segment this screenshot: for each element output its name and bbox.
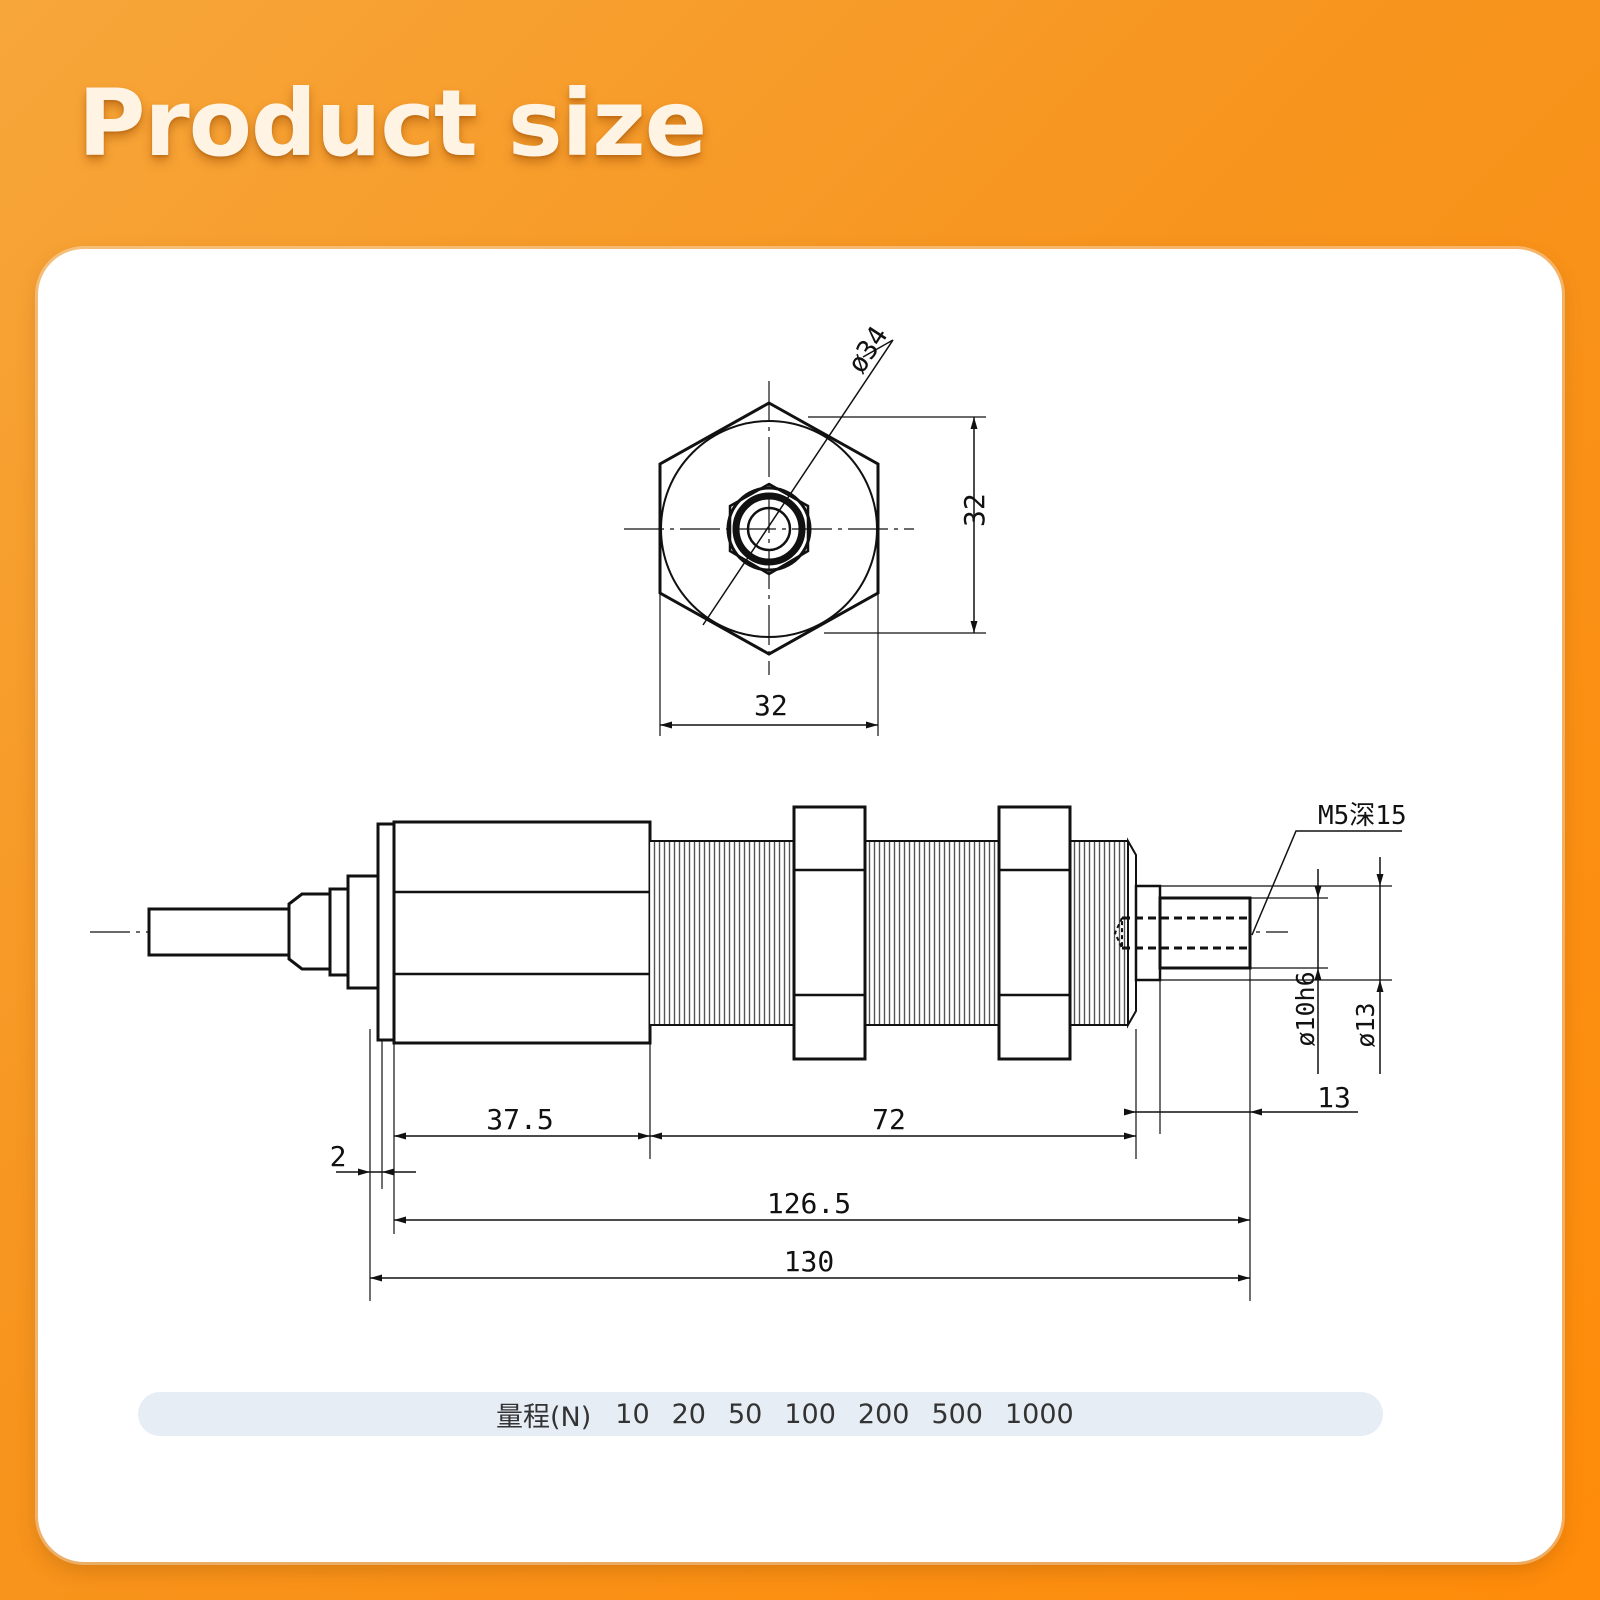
dim-arrow (358, 1168, 370, 1176)
gland-nut (328, 887, 350, 977)
dim-arrow (866, 721, 878, 729)
thread-length-label: 72 (872, 1103, 906, 1136)
range-value: 20 (671, 1398, 706, 1430)
thread-callout-leader (1251, 830, 1402, 936)
range-value: 10 (615, 1398, 650, 1430)
diagonal-dim-leader (862, 339, 894, 358)
dim-arrow (1238, 1216, 1250, 1224)
dim-arrow (970, 417, 978, 429)
thread-chamfer (1127, 837, 1137, 1029)
overall-length-label: 130 (784, 1245, 835, 1278)
overall-inner-length-label: 126.5 (767, 1187, 851, 1220)
range-label: 量程(N) (496, 1401, 592, 1433)
measuring-range-bar: 量程(N) 10 20 50 100 200 500 1000 (138, 1392, 1383, 1436)
range-value: 200 (857, 1398, 910, 1430)
dim-arrow (370, 1274, 382, 1282)
end-view-ring-outer (726, 486, 812, 572)
dim-width-label: 32 (754, 689, 788, 722)
flange (376, 822, 396, 1042)
probe-length-label: 13 (1317, 1081, 1351, 1114)
hidden-hole-tip (1113, 917, 1123, 949)
dim-arrow (1250, 1108, 1262, 1116)
dim-arrow (650, 1132, 662, 1140)
dim-arrow (660, 721, 672, 729)
cable-gland (287, 892, 332, 971)
range-value: 50 (727, 1398, 763, 1430)
dim-arrow (1124, 1108, 1136, 1116)
dim-arrow (1376, 874, 1384, 886)
dim-arrow (1238, 1274, 1250, 1282)
probe-shaft (1158, 896, 1252, 970)
dim-height-label: 32 (958, 493, 991, 527)
technical-drawing: ø34 32 32 (90, 321, 1407, 1301)
side-view (90, 805, 1402, 1301)
dim-arrow (970, 621, 978, 633)
dim-arrow (1376, 980, 1384, 992)
hex-nut-1 (792, 805, 867, 1061)
end-view (624, 339, 986, 736)
dim-arrow (382, 1168, 394, 1176)
range-value: 1000 (1004, 1398, 1074, 1430)
end-view-ring-inner (746, 506, 792, 552)
dim-arrow (1314, 886, 1322, 898)
flange-thickness-label: 2 (330, 1140, 347, 1173)
diagonal-dim-line (702, 339, 894, 626)
end-view-ring-mid (732, 492, 806, 566)
probe-dia-label: ø10h6 (1291, 971, 1320, 1046)
dim-arrow (394, 1216, 406, 1224)
dim-diagonal-label: ø34 (842, 321, 895, 379)
gland-washer (346, 874, 380, 990)
body-length-label: 37.5 (486, 1103, 553, 1136)
page-title: Product size (78, 70, 707, 177)
range-value: 100 (784, 1398, 836, 1430)
dim-arrow (1124, 1132, 1136, 1140)
end-view-hexagon (658, 401, 880, 656)
dim-arrow (1314, 968, 1322, 980)
sensor-body (392, 820, 652, 1045)
dim-arrow (394, 1132, 406, 1140)
dim-arrow (638, 1132, 650, 1140)
range-value: 500 (931, 1398, 983, 1430)
end-view-small-hexagon (728, 482, 810, 576)
end-view-outer-circle (660, 420, 878, 638)
thread-callout-label: M5深15 (1318, 801, 1407, 831)
step-dia-label: ø13 (1351, 1002, 1380, 1047)
probe-step (1134, 884, 1162, 982)
drawing-card: ø34 32 32 (38, 249, 1562, 1562)
cable (147, 907, 291, 957)
hex-nut-2 (997, 805, 1072, 1061)
